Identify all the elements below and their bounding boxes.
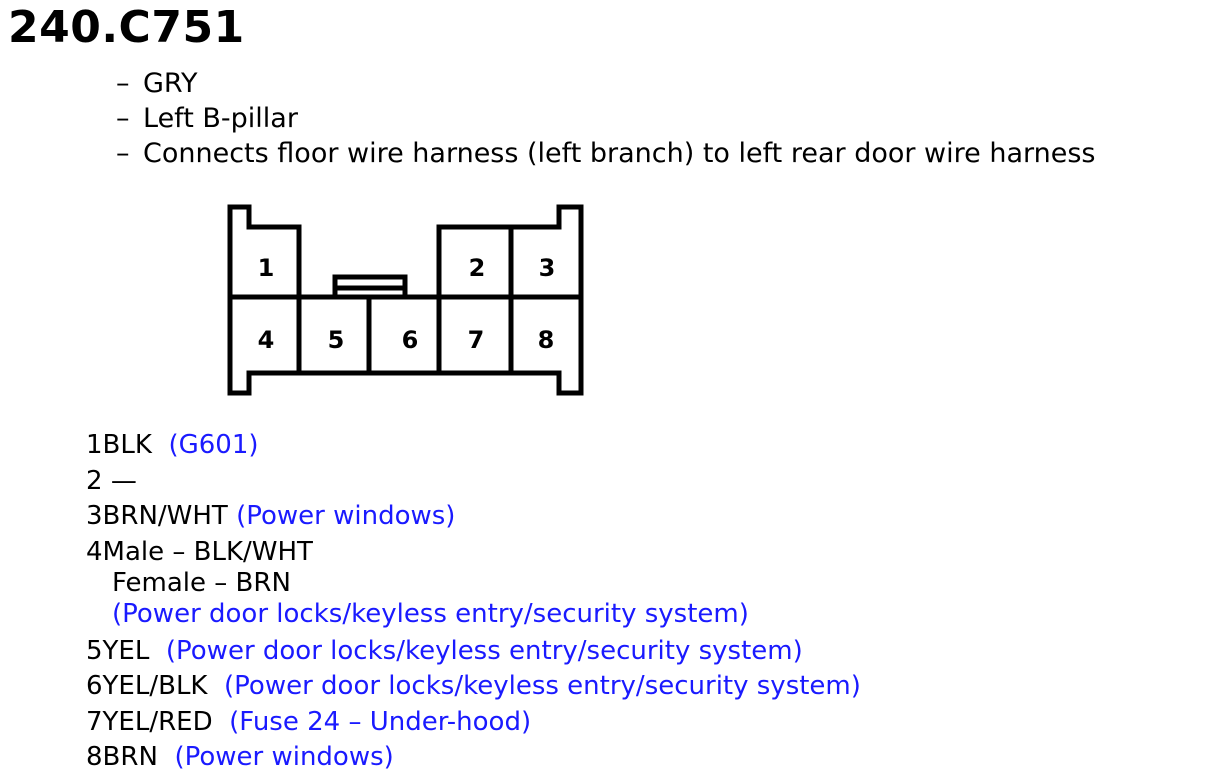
cavity-label-3: 3 [539, 254, 556, 282]
pin-wire: YEL [102, 635, 150, 666]
pin-number: 7 [86, 706, 103, 737]
pin-row-1: 1BLK (G601) [86, 428, 861, 464]
description-color-text: GRY [143, 68, 198, 99]
pin-wire: BRN/WHT [102, 501, 228, 531]
description-connects: –Connects floor wire harness (left branc… [116, 136, 1095, 171]
pin-wire: BRN [102, 742, 158, 772]
description-location-text: Left B-pillar [143, 103, 298, 134]
description-location: –Left B-pillar [116, 101, 1095, 136]
dash: – [116, 68, 130, 99]
cavity-label-7: 7 [468, 326, 485, 354]
pin-number: 2 [86, 465, 103, 496]
cavity-label-1: 1 [258, 254, 275, 282]
description-connects-text: Connects floor wire harness (left branch… [143, 138, 1096, 169]
pin-row-4-female: Female – BRN [86, 568, 861, 599]
pin-row-4: 4Male – BLK/WHT [86, 537, 861, 568]
pin-number: 8 [86, 742, 103, 772]
cavity-label-4: 4 [258, 326, 275, 354]
dash: – [116, 138, 130, 169]
pin-wire: YEL/RED [102, 706, 213, 737]
pin-wire-male: Male – BLK/WHT [102, 536, 313, 567]
pin-link-power-door-locks[interactable]: (Power door locks/keyless entry/security… [112, 598, 749, 629]
cavity-label-6: 6 [402, 326, 419, 354]
pin-link-power-door-locks[interactable]: (Power door locks/keyless entry/security… [224, 671, 861, 701]
pin-number: 3 [86, 501, 103, 531]
connector-face-diagram: 1 2 3 4 5 6 7 8 [227, 204, 584, 396]
pin-link-power-door-locks[interactable]: (Power door locks/keyless entry/security… [165, 635, 803, 666]
pin-list: 1BLK (G601) 2 — 3BRN/WHT (Power windows)… [86, 428, 861, 776]
pin-row-4-note: (Power door locks/keyless entry/security… [86, 599, 861, 630]
description-color: –GRY [116, 66, 1095, 101]
pin-row-2: 2 — [86, 464, 861, 500]
dash: – [116, 103, 130, 134]
pin-row-7: 7YEL/RED (Fuse 24 – Under-hood) [86, 705, 861, 741]
pin-row-3: 3BRN/WHT (Power windows) [86, 499, 861, 535]
connector-title: 240.C751 [8, 2, 245, 53]
pin-wire: YEL/BLK [102, 671, 208, 701]
pin-number: 1 [86, 430, 103, 460]
pin-number: 5 [86, 635, 103, 666]
cavity-label-2: 2 [469, 254, 486, 282]
pin-row-8: 8BRN (Power windows) [86, 740, 861, 776]
pin-wire-female: Female – BRN [112, 567, 291, 598]
pin-link-power-windows[interactable]: (Power windows) [236, 501, 456, 531]
connector-outline [227, 204, 584, 396]
pin-link-g601[interactable]: (G601) [168, 430, 259, 460]
pin-number: 6 [86, 671, 103, 701]
pin-link-power-windows[interactable]: (Power windows) [174, 742, 394, 772]
pin-number: 4 [86, 536, 103, 567]
pin-wire: BLK [102, 430, 152, 460]
pin-row-6: 6YEL/BLK (Power door locks/keyless entry… [86, 669, 861, 705]
pin-wire: — [110, 465, 137, 496]
pin-row-5: 5YEL (Power door locks/keyless entry/sec… [86, 634, 861, 670]
connector-description: –GRY –Left B-pillar –Connects floor wire… [116, 66, 1095, 171]
cavity-label-5: 5 [328, 326, 345, 354]
pin-link-fuse-24[interactable]: (Fuse 24 – Under-hood) [229, 706, 532, 737]
cavity-label-8: 8 [538, 326, 555, 354]
